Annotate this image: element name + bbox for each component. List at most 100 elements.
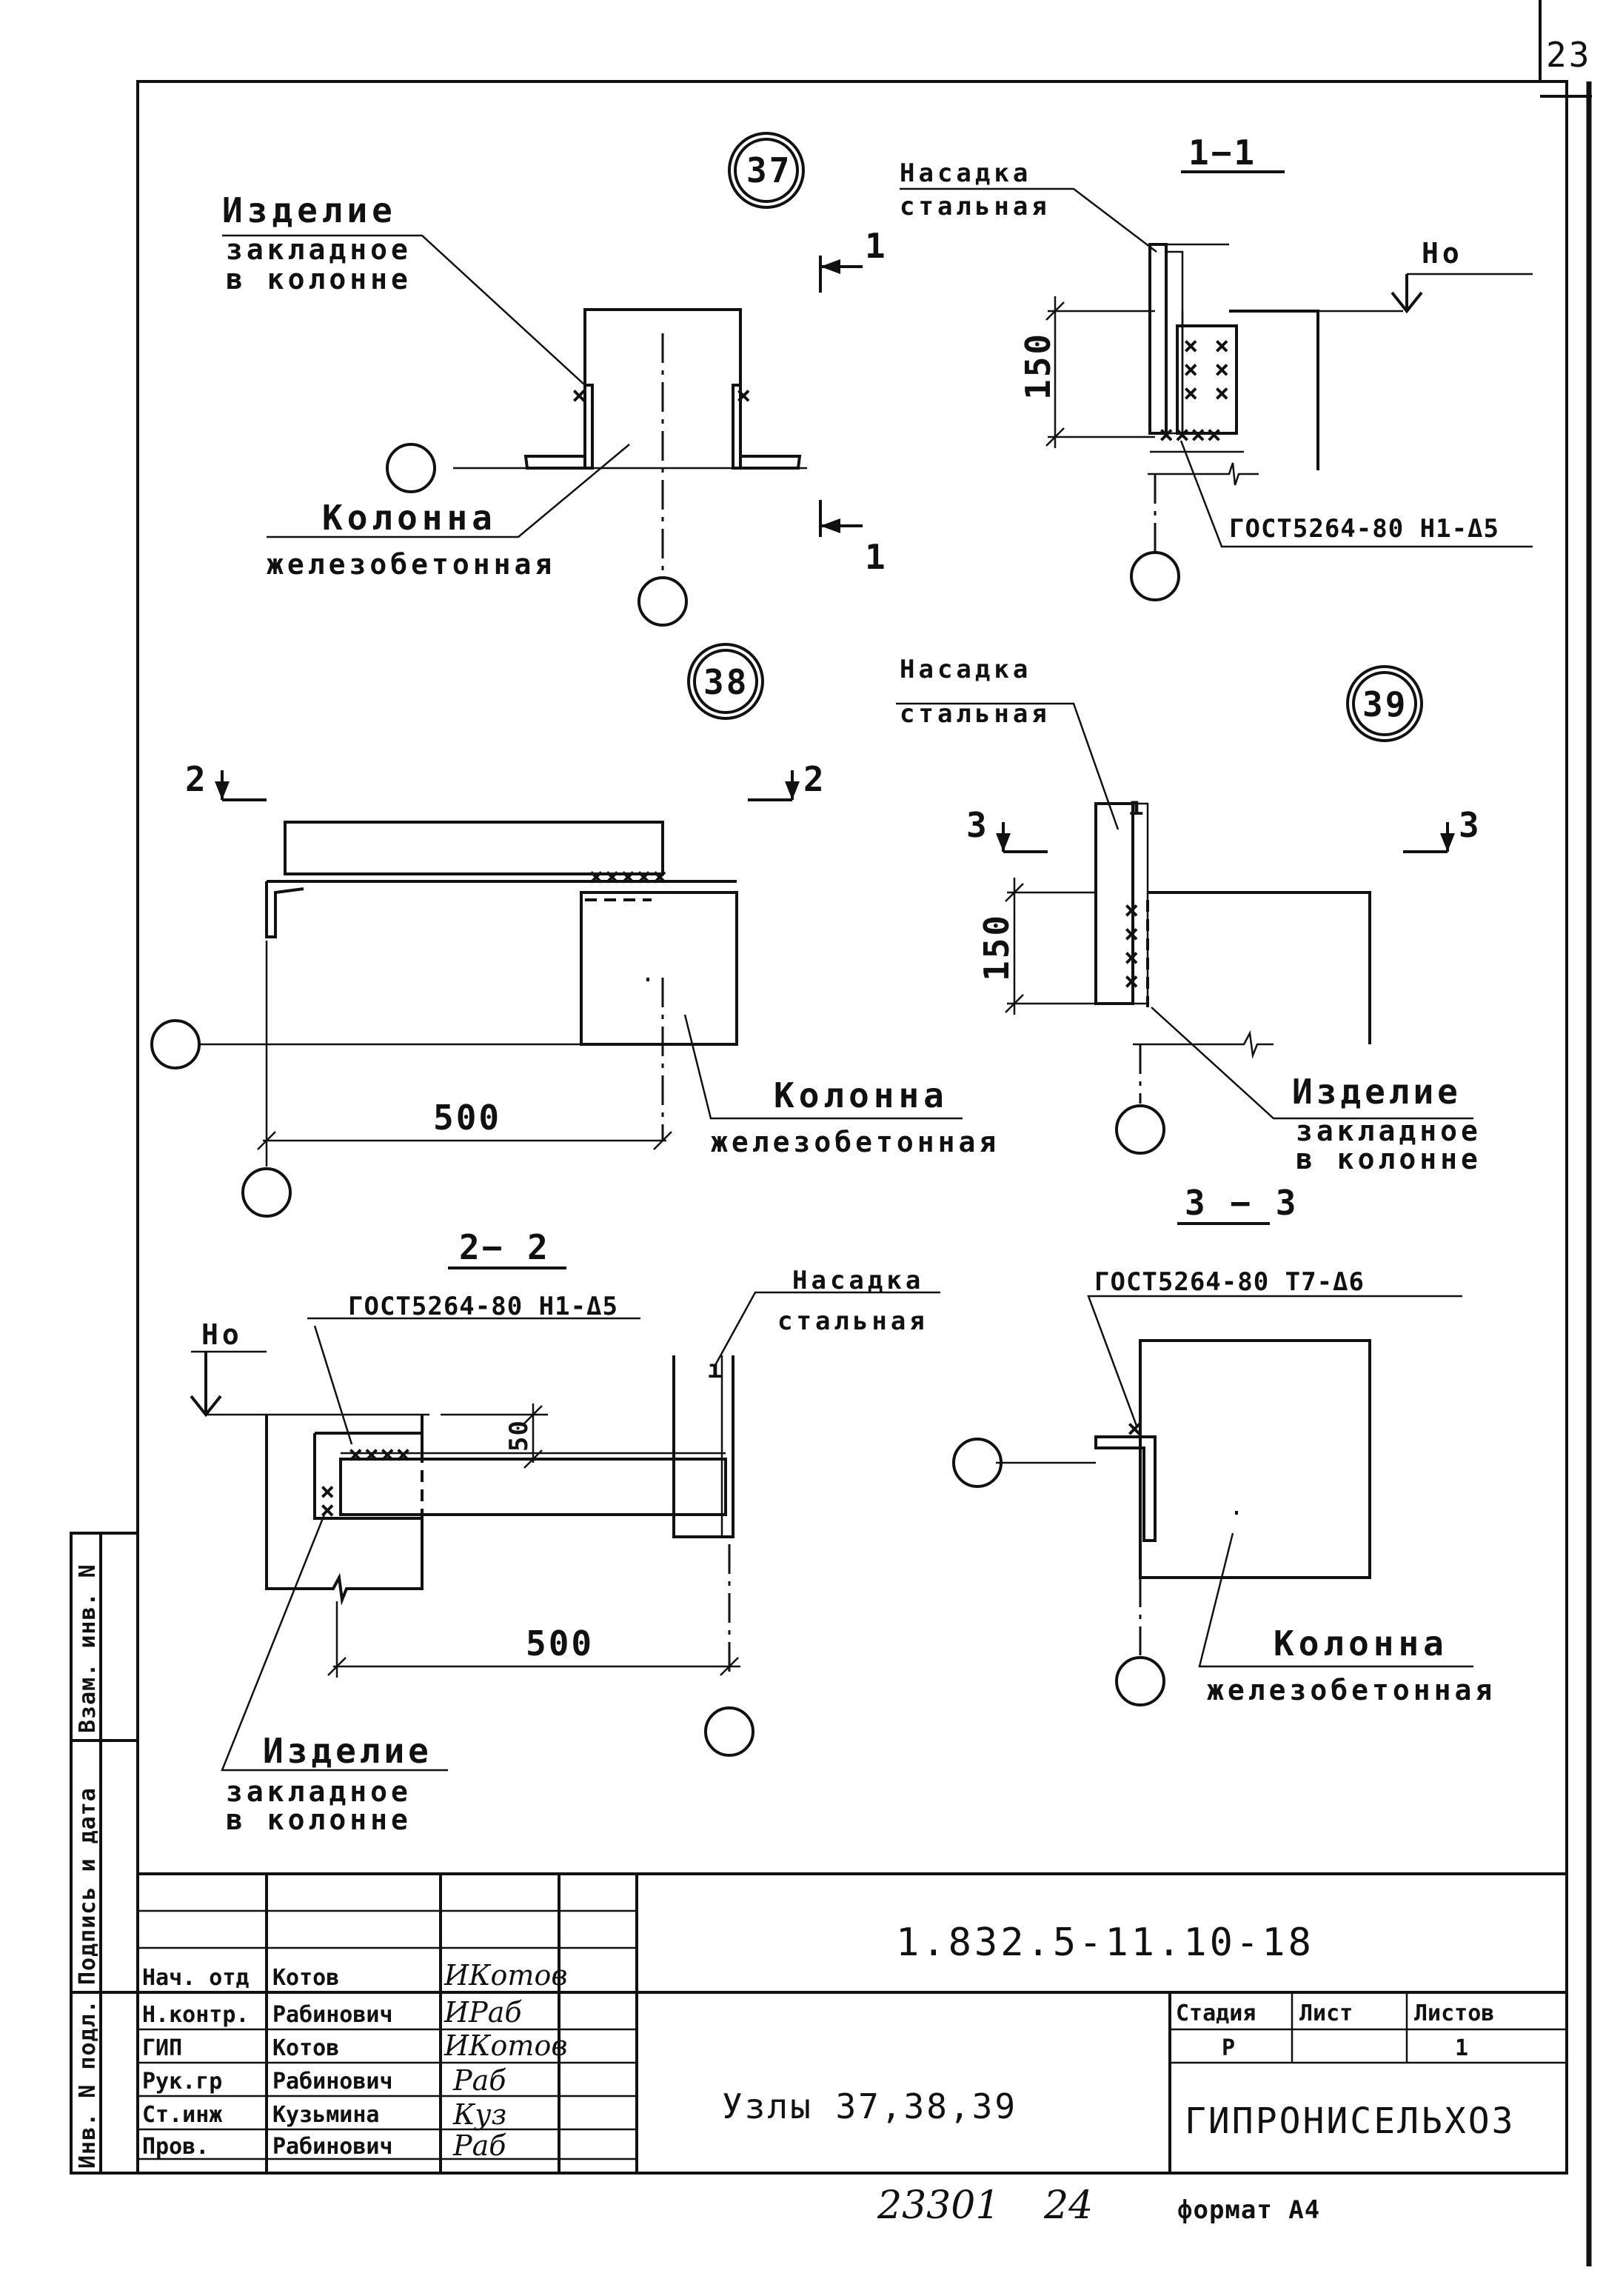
role-4: Рук.гр [142, 2069, 222, 2095]
svg-text:ı: ı [707, 1355, 723, 1384]
section-2-2-cap-label-1: Насадка [792, 1266, 924, 1295]
svg-text:×: × [736, 381, 752, 410]
side-stamp-inv-original: Инв. N подл. [75, 1999, 101, 2169]
node-37-section-mark-bottom: 1 [865, 537, 888, 577]
node-38-number: 38 [703, 662, 749, 702]
role-2: Н.контр. [142, 2002, 250, 2028]
sheet-number: 23 [1546, 35, 1591, 75]
node-38-dim-500: 500 [433, 1098, 501, 1138]
svg-text:×: × [1124, 967, 1140, 996]
side-stamp-sign-date: Подпись и дата [75, 1787, 101, 1985]
node-39-cap-label-2: стальная [900, 699, 1051, 729]
sheets-value: 1 [1455, 2035, 1468, 2061]
node-39-number: 39 [1362, 684, 1408, 724]
svg-text:×: × [1183, 378, 1199, 408]
handwritten-page: 24 [1043, 2183, 1093, 2228]
role-5: Ст.инж [142, 2102, 222, 2128]
svg-text:××××: ×××× [1159, 420, 1222, 450]
section-2-2-drawing: ×××× × × ı [190, 1267, 940, 1772]
sheet-frame [136, 0, 1592, 2266]
node-37-column-label-1: Колонна [322, 498, 497, 538]
node-37-embedded-label-2: закладное [226, 233, 412, 266]
node-37-section-mark-top: 1 [865, 226, 888, 266]
section-2-2-dim-50: 50 [504, 1420, 534, 1452]
section-3-3-weld-note: ГОСТ5264-80 Т7-Δ6 [1094, 1267, 1365, 1297]
section-1-1-dim-150: 150 [1018, 332, 1058, 400]
node-39-embedded-label-3: в колонне [1296, 1143, 1482, 1175]
name-3: Котов [272, 2035, 339, 2061]
signature-6: Раб [452, 2129, 506, 2162]
section-3-3-drawing: × [952, 1222, 1473, 1706]
name-1: Котов [272, 1965, 339, 1991]
section-2-2-weld-note: ГОСТ5264-80 Н1-Δ5 [348, 1292, 618, 1321]
role-1: Нач. отд [142, 1965, 250, 1991]
node-39-embedded-label-1: Изделие [1292, 1072, 1462, 1112]
section-3-3-column-label-2: железобетонная [1207, 1674, 1496, 1706]
name-5: Кузьмина [272, 2102, 380, 2128]
node-38-drawing: ××××× [150, 643, 963, 1218]
node-38-column-label-2: железобетонная [711, 1126, 1000, 1158]
sheet-title: Узлы 37,38,39 [722, 2086, 1017, 2126]
node-37-embedded-label-1: Изделие [222, 190, 397, 230]
svg-text:××××: ×××× [348, 1440, 412, 1469]
name-6: Рабинович [272, 2134, 393, 2160]
svg-text:×: × [1214, 378, 1230, 408]
side-stamp-swap-inv: Взам. инв. N [75, 1564, 101, 1733]
section-1-1-drawing: × × × × × × ×××× [900, 170, 1533, 601]
node-39-section-mark-right: 3 [1459, 805, 1482, 845]
node-38-column-label-1: Колонна [774, 1075, 948, 1115]
signature-1: ИКотов [444, 1959, 567, 1992]
node-38-section-mark-left: 2 [185, 759, 208, 799]
name-4: Рабинович [272, 2069, 393, 2095]
section-2-2-embedded-label-3: в колонне [226, 1803, 412, 1836]
signature-4: Раб [452, 2064, 506, 2097]
section-1-1-cap-label-2: стальная [900, 192, 1051, 221]
handwritten-number: 23301 [877, 2183, 1000, 2228]
section-1-1-level: Но [1422, 237, 1463, 270]
organization-name: ГИПРОНИСЕЛЬХОЗ [1185, 2100, 1516, 2142]
svg-text:×: × [1124, 919, 1140, 949]
sheets-header: Листов [1414, 2000, 1494, 2026]
role-6: Пров. [142, 2134, 209, 2160]
svg-text:ı: ı [1128, 792, 1144, 821]
paper-format: формат А4 [1177, 2195, 1320, 2225]
node-39-dim-150: 150 [977, 913, 1017, 981]
svg-text:×: × [1183, 355, 1199, 384]
svg-text:×: × [1183, 331, 1199, 361]
section-1-1-cap-label-1: Насадка [900, 158, 1031, 188]
svg-text:×: × [1214, 331, 1230, 361]
section-3-3-title: 3 − 3 [1185, 1183, 1298, 1223]
signature-2: ИРаб [444, 1996, 522, 2029]
node-37-drawing: × × [222, 132, 863, 627]
section-3-3-column-label-1: Колонна [1274, 1623, 1448, 1663]
section-1-1-weld-note: ГОСТ5264-80 Н1-Δ5 [1229, 514, 1499, 544]
node-39-embedded-label-2: закладное [1296, 1115, 1482, 1147]
section-2-2-embedded-label-1: Изделие [263, 1731, 432, 1771]
node-39-drawing: ı × × × × [896, 665, 1473, 1155]
section-2-2-title: 2− 2 [459, 1227, 550, 1267]
node-37-number: 37 [746, 150, 792, 190]
document-code: 1.832.5-11.10-18 [896, 1920, 1314, 1965]
section-2-2-dim-500: 500 [526, 1623, 594, 1663]
svg-text:×: × [1127, 1414, 1142, 1444]
section-2-2-level: Но [201, 1318, 243, 1351]
node-39-cap-label-1: Насадка [900, 655, 1031, 684]
node-38-section-mark-right: 2 [803, 759, 826, 799]
stage-value: Р [1222, 2035, 1235, 2061]
role-3: ГИП [142, 2035, 182, 2061]
svg-text:×: × [1214, 355, 1230, 384]
node-37-column-label-2: железобетонная [267, 548, 555, 581]
section-2-2-cap-label-2: стальная [777, 1306, 928, 1336]
svg-text:×××××: ××××× [589, 862, 668, 892]
stage-header: Стадия [1176, 2000, 1256, 2026]
section-2-2-embedded-label-2: закладное [226, 1775, 412, 1808]
svg-text:×: × [1124, 943, 1140, 972]
signature-5: Куз [452, 2098, 506, 2131]
name-2: Рабинович [272, 2002, 393, 2028]
side-stamp [70, 1532, 139, 2175]
svg-text:×: × [320, 1477, 335, 1506]
svg-text:×: × [572, 381, 587, 410]
sheet-header: Лист [1299, 2000, 1353, 2026]
signature-3: ИКотов [444, 2029, 567, 2062]
